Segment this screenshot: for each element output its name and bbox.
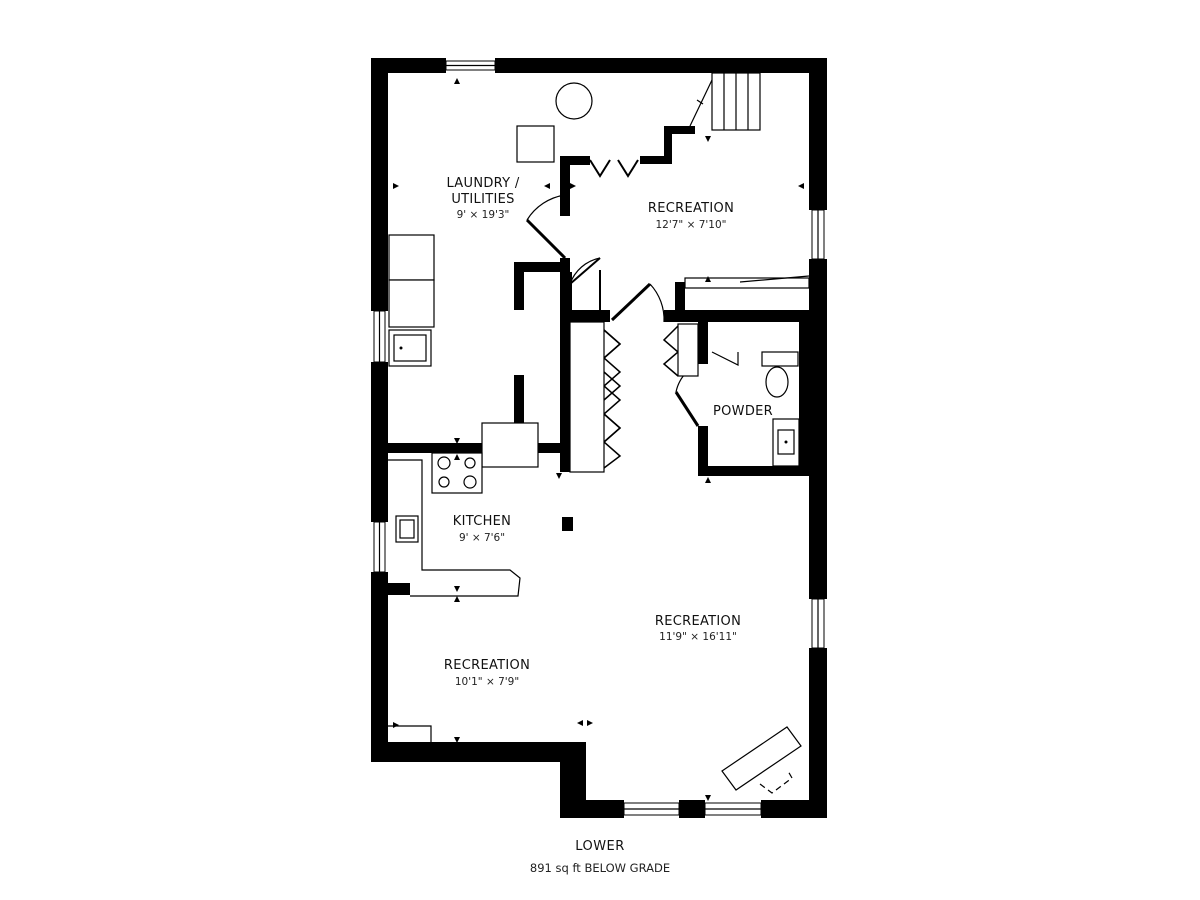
recreation-upper-dims: 12'7" × 7'10" (656, 219, 727, 231)
recreation-lower-label: RECREATION (444, 658, 530, 673)
laundry-label-line1: LAUNDRY / (446, 176, 519, 191)
stairs (689, 72, 761, 131)
area-caption: 891 sq ft BELOW GRADE (530, 861, 670, 875)
doors (525, 194, 739, 473)
kitchen-dims: 9' × 7'6" (459, 532, 505, 544)
laundry-label-line2: UTILITIES (451, 192, 514, 207)
kitchen-label: KITCHEN (453, 514, 511, 529)
interior-walls (388, 126, 809, 531)
recreation-main-label: RECREATION (655, 614, 741, 629)
windows (373, 60, 825, 816)
laundry-dims: 9' × 19'3" (457, 209, 510, 221)
room-labels: LAUNDRY / UTILITIES 9' × 19'3" RECREATIO… (444, 176, 773, 688)
fixtures (388, 82, 810, 794)
recreation-lower-dims: 10'1" × 7'9" (455, 676, 519, 688)
exterior-walls (371, 58, 827, 818)
dimension-ticks (393, 78, 804, 801)
recreation-upper-label: RECREATION (648, 201, 734, 216)
level-title: LOWER (575, 839, 625, 854)
plan-footer: LOWER 891 sq ft BELOW GRADE (530, 839, 670, 875)
recreation-main-dims: 11'9" × 16'11" (659, 631, 737, 643)
powder-label: POWDER (713, 404, 773, 419)
